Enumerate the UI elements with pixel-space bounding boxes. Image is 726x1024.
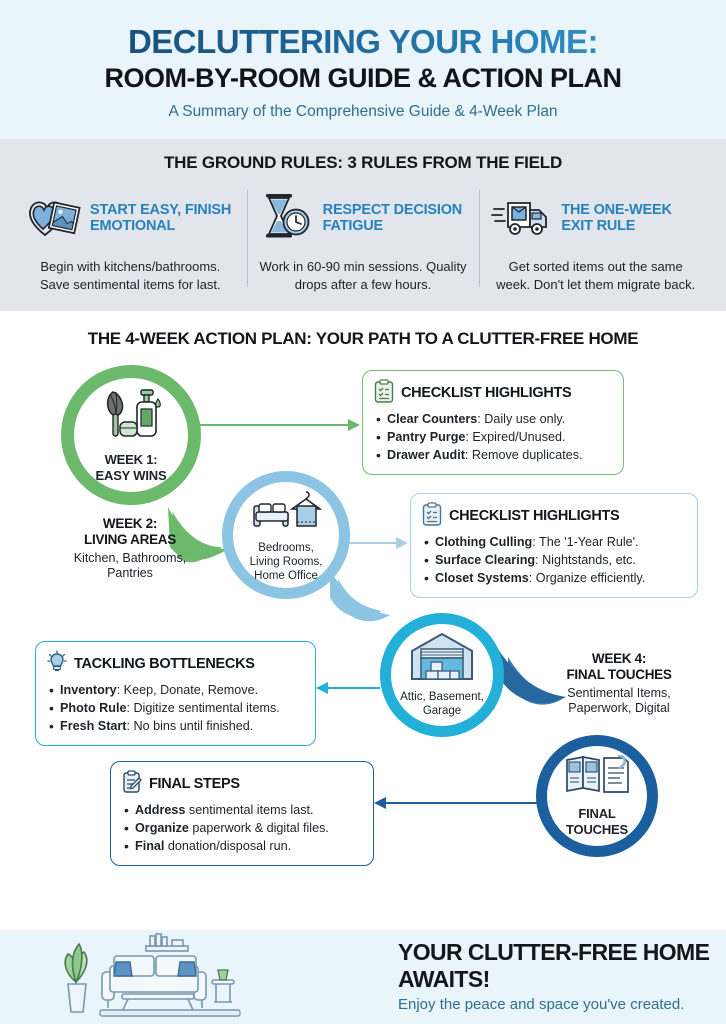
footer-title: YOUR CLUTTER-FREE HOME AWAITS! bbox=[398, 939, 710, 992]
bed-hanger-icon bbox=[250, 486, 323, 539]
list-item: Surface Clearing: Nightstands, etc. bbox=[422, 551, 686, 571]
list-item: Fresh Start: No bins until finished. bbox=[47, 717, 304, 737]
list-item: Drawer Audit: Remove duplicates. bbox=[374, 446, 612, 466]
plan-node-week3-label: Attic, Basement,Garage bbox=[400, 691, 484, 717]
week1-checklist-card[interactable]: CHECKLIST HIGHLIGHTS Clear Counters: Dai… bbox=[362, 369, 624, 475]
list-item: Final donation/disposal run. bbox=[122, 837, 362, 857]
list-item: Clothing Culling: The '1-Year Rule'. bbox=[422, 533, 686, 553]
week2-checklist-card[interactable]: CHECKLIST HIGHLIGHTS Clothing Culling: T… bbox=[410, 492, 698, 598]
ground-rule-item-3: THE ONE-WEEK EXIT RULE Get sorted items … bbox=[479, 187, 712, 293]
bottlenecks-card[interactable]: TACKLING BOTTLENECKS Inventory: Keep, Do… bbox=[35, 640, 316, 746]
footer-banner: YOUR CLUTTER-FREE HOME AWAITS! Enjoy the… bbox=[0, 930, 726, 1024]
heart-photo-icon bbox=[25, 191, 81, 246]
ground-rule-label-2: RESPECT DECISION FATIGUE bbox=[322, 201, 463, 235]
page-subtitle: A Summary of the Comprehensive Guide & 4… bbox=[168, 103, 558, 121]
ground-rules-section: THE GROUND RULES: 3 RULES FROM THE FIELD bbox=[0, 139, 726, 311]
footer-subtitle: Enjoy the peace and space you've created… bbox=[398, 996, 685, 1013]
ground-rules-title: THE GROUND RULES: 3 RULES FROM THE FIELD bbox=[163, 153, 563, 173]
week1-card-title: CHECKLIST HIGHLIGHTS bbox=[401, 385, 572, 402]
clipboard-checklist-icon bbox=[374, 379, 394, 408]
week4-side-title: WEEK 4:FINAL TOUCHES bbox=[566, 650, 672, 683]
week1-card-list: Clear Counters: Daily use only. Pantry P… bbox=[374, 410, 612, 466]
list-item: Address sentimental items last. bbox=[122, 801, 362, 821]
week2-card-title: CHECKLIST HIGHLIGHTS bbox=[449, 508, 620, 525]
lightbulb-icon bbox=[47, 650, 67, 679]
living-room-sofa-plant-icon bbox=[46, 932, 376, 1023]
list-item: Inventory: Keep, Donate, Remove. bbox=[47, 681, 304, 701]
ground-rule-desc-3: Get sorted items out the same week. Don'… bbox=[496, 259, 696, 292]
final-steps-card-list: Address sentimental items last. Organize… bbox=[122, 801, 362, 857]
week2-side-sub: Kitchen, Bathrooms,Pantries bbox=[73, 550, 187, 581]
plan-node-week4-label: FINAL TOUCHES bbox=[566, 806, 628, 837]
week2-side-label: WEEK 2:LIVING AREAS Kitchen, Bathrooms,P… bbox=[40, 516, 220, 582]
plan-node-week1[interactable]: WEEK 1: EASY WINS bbox=[61, 364, 201, 505]
ground-rules-row: START EASY, FINISH EMOTIONAL Begin with … bbox=[14, 187, 712, 293]
list-item: Photo Rule: Digitize sentimental items. bbox=[47, 699, 304, 719]
plan-node-week2[interactable]: Bedrooms,Living Rooms,Home Office bbox=[222, 470, 350, 599]
ground-rule-desc-1: Begin with kitchens/bathrooms. Save sent… bbox=[40, 259, 221, 292]
header-banner: DECLUTTERING YOUR HOME: ROOM-BY-ROOM GUI… bbox=[0, 0, 726, 140]
list-item: Closet Systems: Organize efficiently. bbox=[422, 569, 686, 589]
hourglass-clock-icon bbox=[258, 190, 314, 247]
plan-node-week2-label: Bedrooms,Living Rooms,Home Office bbox=[249, 542, 323, 582]
action-plan-title: THE 4-WEEK ACTION PLAN: YOUR PATH TO A C… bbox=[87, 328, 639, 348]
plan-node-week4[interactable]: FINAL TOUCHES bbox=[536, 734, 658, 857]
action-plan-section: THE 4-WEEK ACTION PLAN: YOUR PATH TO A C… bbox=[0, 310, 726, 891]
clipboard-checklist-icon bbox=[422, 502, 442, 531]
list-item: Clear Counters: Daily use only. bbox=[374, 410, 612, 430]
photo-album-document-icon bbox=[564, 754, 630, 803]
list-item: Organize paperwork & digital files. bbox=[122, 819, 362, 839]
garage-boxes-icon bbox=[409, 631, 475, 688]
week2-side-title: WEEK 2:LIVING AREAS bbox=[84, 515, 176, 548]
page-title-line1: DECLUTTERING YOUR HOME: bbox=[20, 23, 706, 60]
bottlenecks-card-list: Inventory: Keep, Donate, Remove. Photo R… bbox=[47, 681, 304, 737]
clipboard-pencil-icon bbox=[122, 770, 142, 799]
final-steps-card-title: FINAL STEPS bbox=[149, 776, 240, 793]
final-steps-card[interactable]: FINAL STEPS Address sentimental items la… bbox=[110, 760, 374, 866]
plan-node-week1-label: WEEK 1: EASY WINS bbox=[95, 452, 167, 483]
week4-side-sub: Sentimental Items,Paperwork, Digital bbox=[567, 685, 671, 716]
week4-side-label: WEEK 4:FINAL TOUCHES Sentimental Items,P… bbox=[524, 651, 714, 717]
ground-rule-label-3: THE ONE-WEEK EXIT RULE bbox=[561, 201, 672, 235]
flow-connectors bbox=[168, 418, 566, 809]
ground-rule-desc-2: Work in 60-90 min sessions. Quality drop… bbox=[259, 259, 467, 292]
whisk-cleaning-bottle-icon bbox=[99, 386, 163, 449]
list-item: Pantry Purge: Expired/Unused. bbox=[374, 428, 612, 448]
ground-rule-label-1: START EASY, FINISH EMOTIONAL bbox=[90, 201, 232, 235]
week2-card-list: Clothing Culling: The '1-Year Rule'. Sur… bbox=[422, 533, 686, 589]
plan-flow-diagram: WEEK 1: EASY WINS Bedrooms,Livin bbox=[0, 311, 726, 891]
ground-rule-item-1: START EASY, FINISH EMOTIONAL Begin with … bbox=[14, 187, 247, 293]
plan-node-week3[interactable]: Attic, Basement,Garage bbox=[380, 612, 504, 737]
ground-rule-item-2: RESPECT DECISION FATIGUE Work in 60-90 m… bbox=[246, 187, 480, 293]
moving-truck-icon bbox=[490, 193, 552, 244]
page-title-line2: ROOM-BY-ROOM GUIDE & ACTION PLAN bbox=[104, 63, 623, 94]
bottlenecks-card-title: TACKLING BOTTLENECKS bbox=[74, 656, 255, 673]
